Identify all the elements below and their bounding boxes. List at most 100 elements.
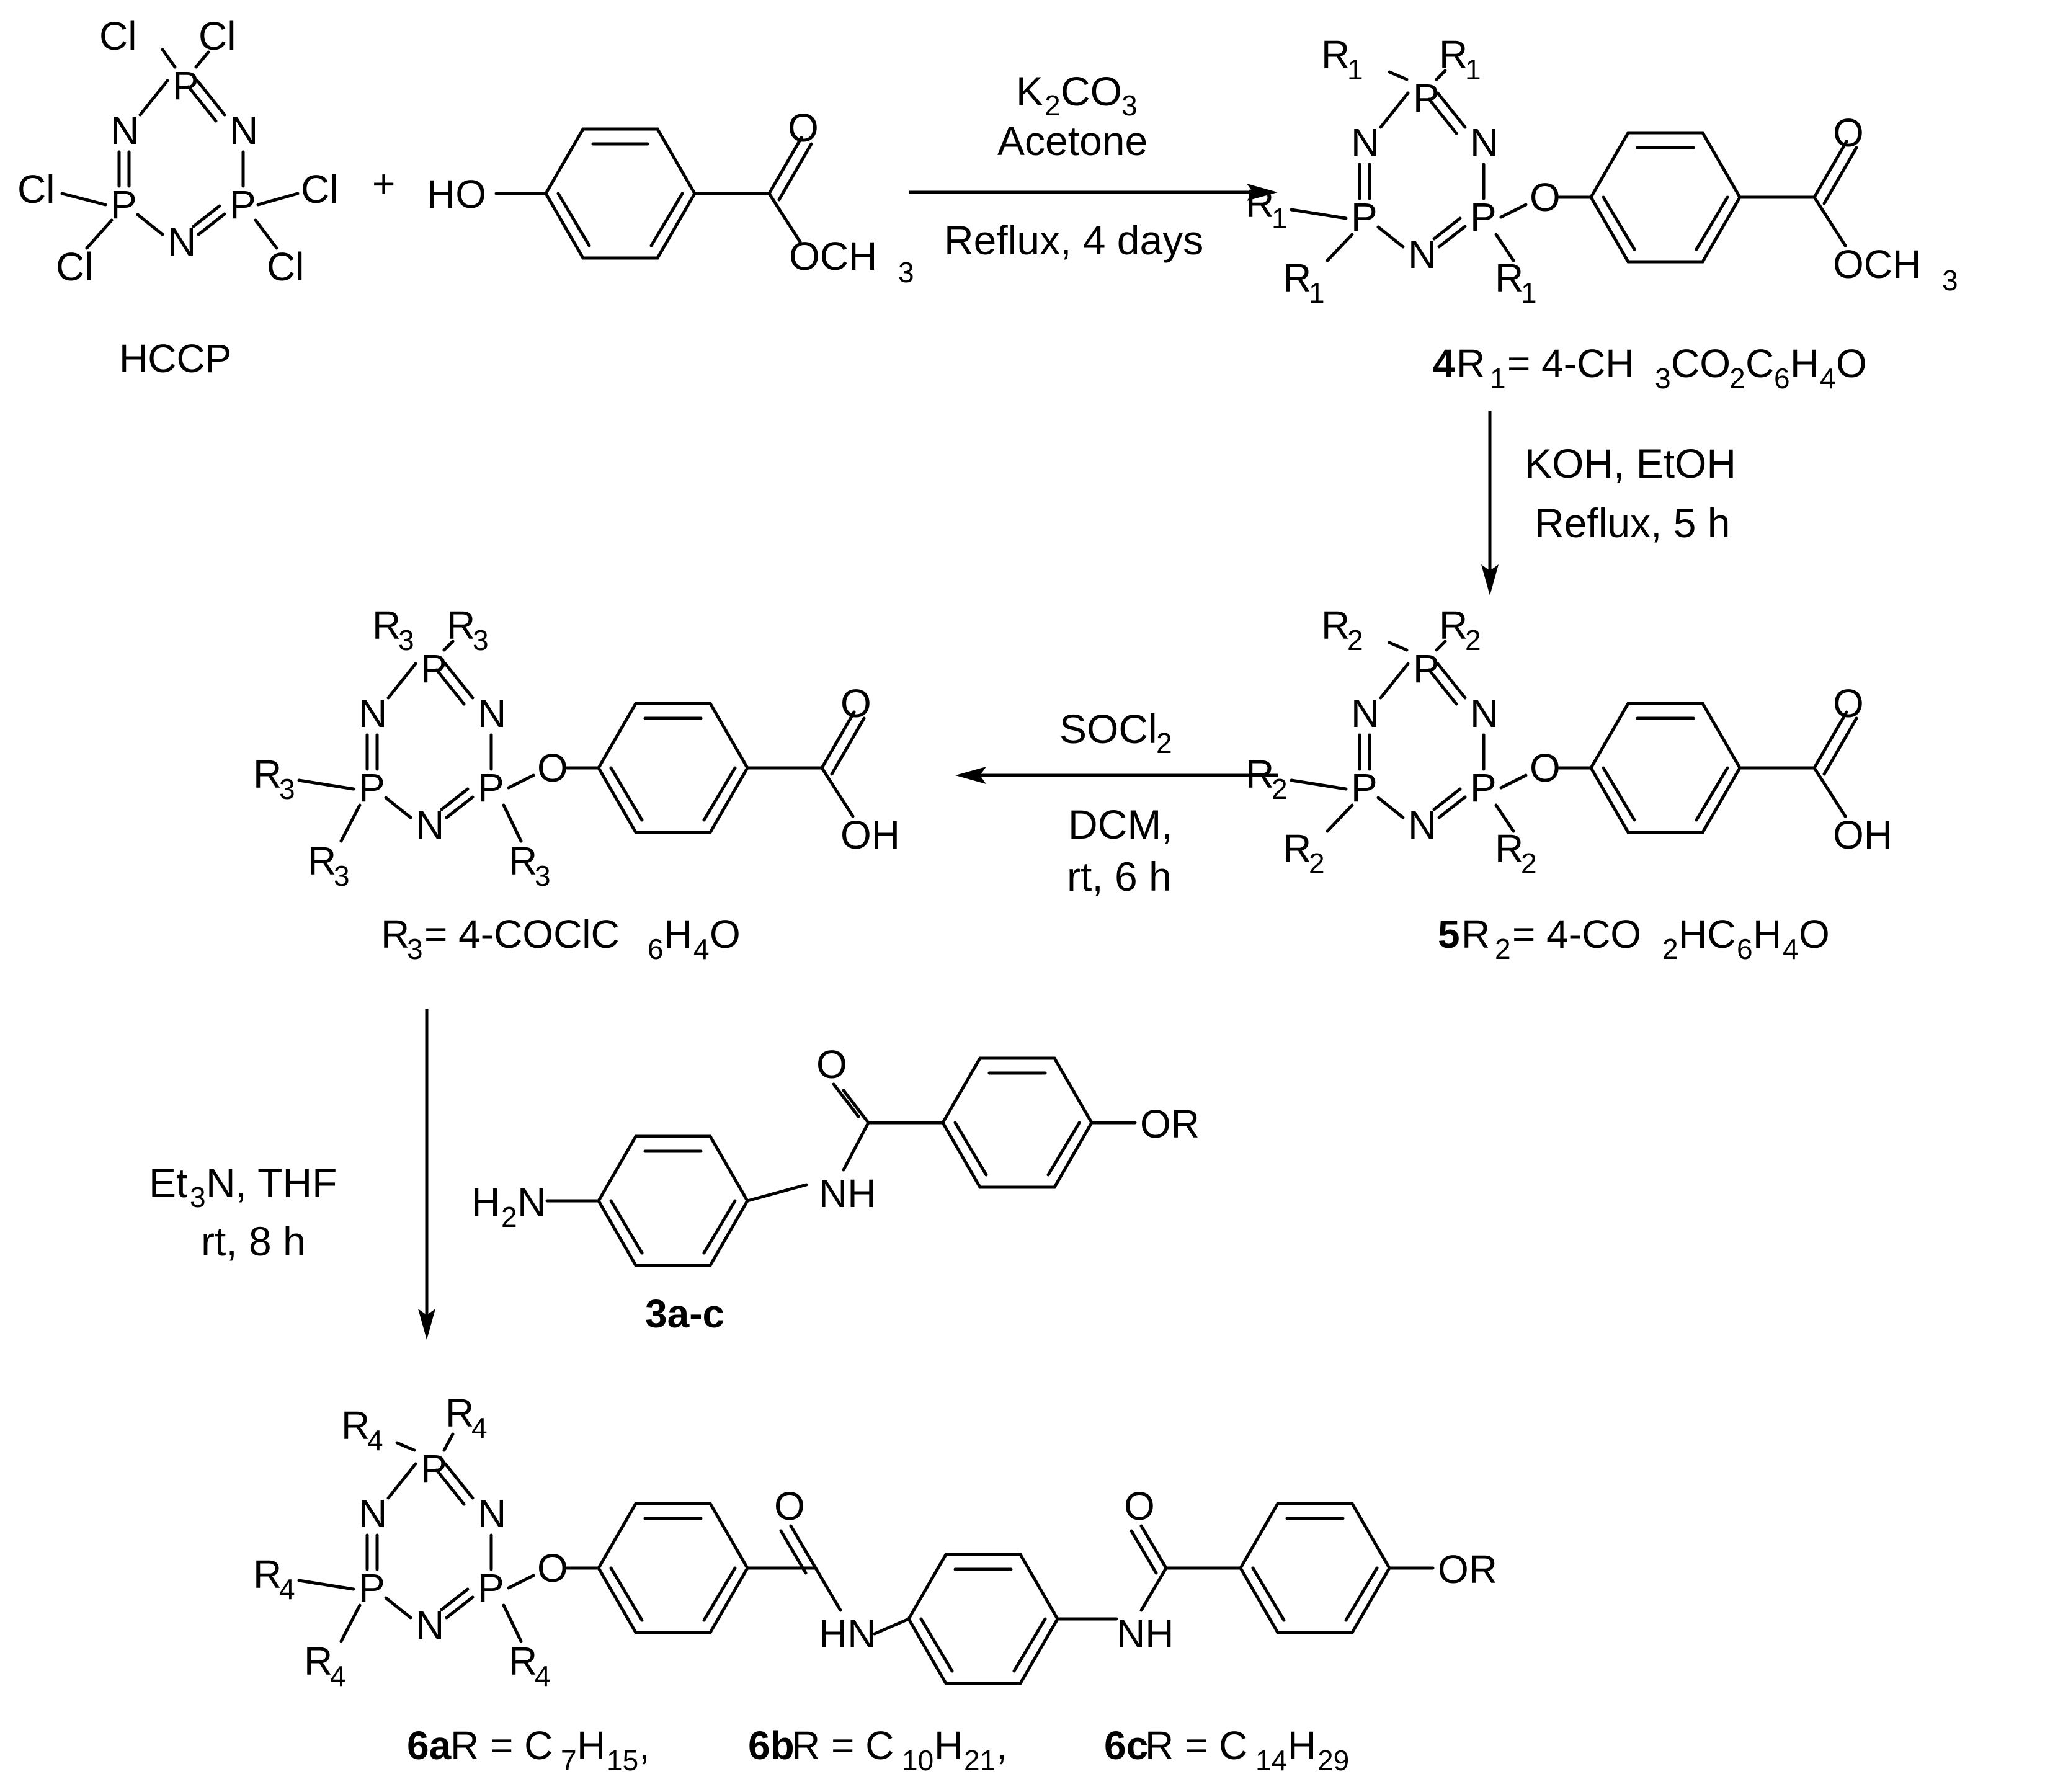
- atom: P: [421, 646, 447, 691]
- subscript: 3: [407, 933, 423, 965]
- subscript: 3: [1121, 89, 1138, 122]
- subscript: 3: [279, 773, 295, 805]
- caption-text: R = C: [450, 1723, 553, 1768]
- atom: NH: [1116, 1611, 1174, 1656]
- atom: OCH: [789, 234, 877, 279]
- acid-chloride-structure: P N N P P N R 3 R 3 R 3 R 3 R 3 O: [253, 603, 900, 892]
- step4-conditions: Et 3 N, THF rt, 8 h: [149, 1160, 337, 1264]
- caption-text: O: [710, 912, 741, 956]
- subscript: 2: [1465, 624, 1481, 656]
- hccp-structure: P N N P P N Cl Cl Cl Cl Cl Cl HCCP: [17, 14, 338, 381]
- subscript: 3: [1655, 362, 1671, 395]
- atom: P: [421, 1447, 447, 1491]
- atom: R: [1439, 32, 1468, 77]
- condition-text: Reflux, 5 h: [1535, 500, 1731, 546]
- atom: O: [1833, 110, 1864, 155]
- condition-text: N, THF: [206, 1160, 337, 1206]
- atom: O: [1833, 681, 1864, 726]
- atom: N: [359, 1491, 387, 1536]
- atom: O: [816, 1042, 847, 1087]
- subscript: 6: [1737, 933, 1753, 965]
- atom: R: [308, 839, 336, 883]
- subscript: 3: [1942, 264, 1958, 296]
- atom: R: [1321, 603, 1350, 648]
- caption-text: H: [934, 1723, 963, 1768]
- step3-conditions: SOCl 2 DCM, rt, 6 h: [1059, 706, 1173, 899]
- atom: N: [167, 220, 196, 264]
- subscript: 2: [1521, 847, 1537, 880]
- atom: HO: [427, 172, 486, 216]
- atom: H: [471, 1180, 500, 1224]
- subscript: 4: [330, 1660, 346, 1692]
- subscript: 2: [1156, 727, 1172, 759]
- atom: P: [229, 182, 256, 227]
- subscript: 4: [1820, 362, 1836, 395]
- compound-4-caption: 4 R 1 = 4-CH 3 CO 2 C 6 H 4 O: [1433, 341, 1867, 395]
- step2-arrow: [1481, 411, 1499, 595]
- atom: O: [1124, 1484, 1155, 1528]
- compound-6-caption: 6a R = C 7 H 15 , 6b R = C 10 H 21 , 6c …: [407, 1723, 1349, 1776]
- subscript: 1: [1309, 277, 1325, 309]
- atom: N: [1408, 803, 1437, 847]
- acid-chloride-caption: R 3 = 4-COClC 6 H 4 O: [381, 912, 741, 965]
- subscript: 2: [1347, 624, 1363, 656]
- subscript: 3: [898, 256, 914, 288]
- caption-text: H: [1790, 341, 1819, 386]
- atom: R: [509, 839, 537, 883]
- atom: N: [229, 108, 258, 153]
- subscript: 1: [1490, 362, 1506, 395]
- subscript: 1: [1272, 202, 1288, 234]
- atom: R: [1495, 826, 1523, 871]
- compound-number: 6a: [407, 1723, 452, 1768]
- caption-text: H: [577, 1723, 605, 1768]
- atom: Cl: [198, 14, 236, 58]
- hccp-label: HCCP: [119, 336, 231, 381]
- atom: HN: [819, 1611, 876, 1656]
- subscript: 2: [501, 1201, 517, 1233]
- atom: R: [1283, 256, 1311, 300]
- atom: R: [304, 1639, 332, 1683]
- atom: P: [1470, 765, 1497, 810]
- atom: N: [478, 1491, 506, 1536]
- condition-text: CO: [1061, 68, 1122, 114]
- atom: O: [1530, 175, 1561, 220]
- atom: O: [1530, 746, 1561, 790]
- atom: O: [840, 681, 871, 726]
- atom: Cl: [56, 244, 93, 289]
- caption-text: R = C: [1145, 1723, 1247, 1768]
- atom: N: [1470, 120, 1499, 165]
- atom: N: [517, 1180, 546, 1224]
- subscript: 1: [1521, 277, 1537, 309]
- atom: Cl: [17, 167, 55, 212]
- caption-text: H: [1288, 1723, 1316, 1768]
- caption-text: H: [1753, 912, 1781, 956]
- subscript: 4: [367, 1424, 383, 1456]
- caption-text: O: [1836, 341, 1867, 386]
- subscript: 6: [1774, 362, 1790, 395]
- atom: P: [1470, 195, 1497, 239]
- atom: R: [1245, 181, 1274, 226]
- subscript: 2: [1495, 933, 1511, 965]
- caption-text: O: [1799, 912, 1830, 956]
- atom: N: [1470, 691, 1499, 736]
- condition-text: K: [1016, 68, 1043, 114]
- condition-text: Et: [149, 1160, 187, 1206]
- atom: R: [341, 1403, 370, 1448]
- atom: P: [1351, 765, 1378, 810]
- atom: P: [1351, 195, 1378, 239]
- subscript: 4: [535, 1660, 551, 1692]
- caption-text: = 4-COClC: [424, 912, 620, 956]
- atom: Cl: [267, 244, 304, 289]
- atom: P: [478, 765, 504, 810]
- atom: NH: [819, 1171, 876, 1216]
- compound-5-structure: P N N P P N R 2 R 2 R 2 R 2 R 2 O: [1245, 603, 1892, 880]
- compound-number: 6c: [1104, 1723, 1148, 1768]
- atom: P: [478, 1566, 504, 1610]
- step1-conditions: K 2 CO 3 Acetone Reflux, 4 days: [944, 68, 1203, 263]
- atom: O: [774, 1484, 805, 1528]
- atom: N: [1351, 691, 1379, 736]
- atom: N: [359, 691, 387, 736]
- atom: OR: [1140, 1102, 1200, 1146]
- subscript: 1: [1465, 53, 1481, 86]
- step2-conditions: KOH, EtOH Reflux, 5 h: [1525, 440, 1736, 546]
